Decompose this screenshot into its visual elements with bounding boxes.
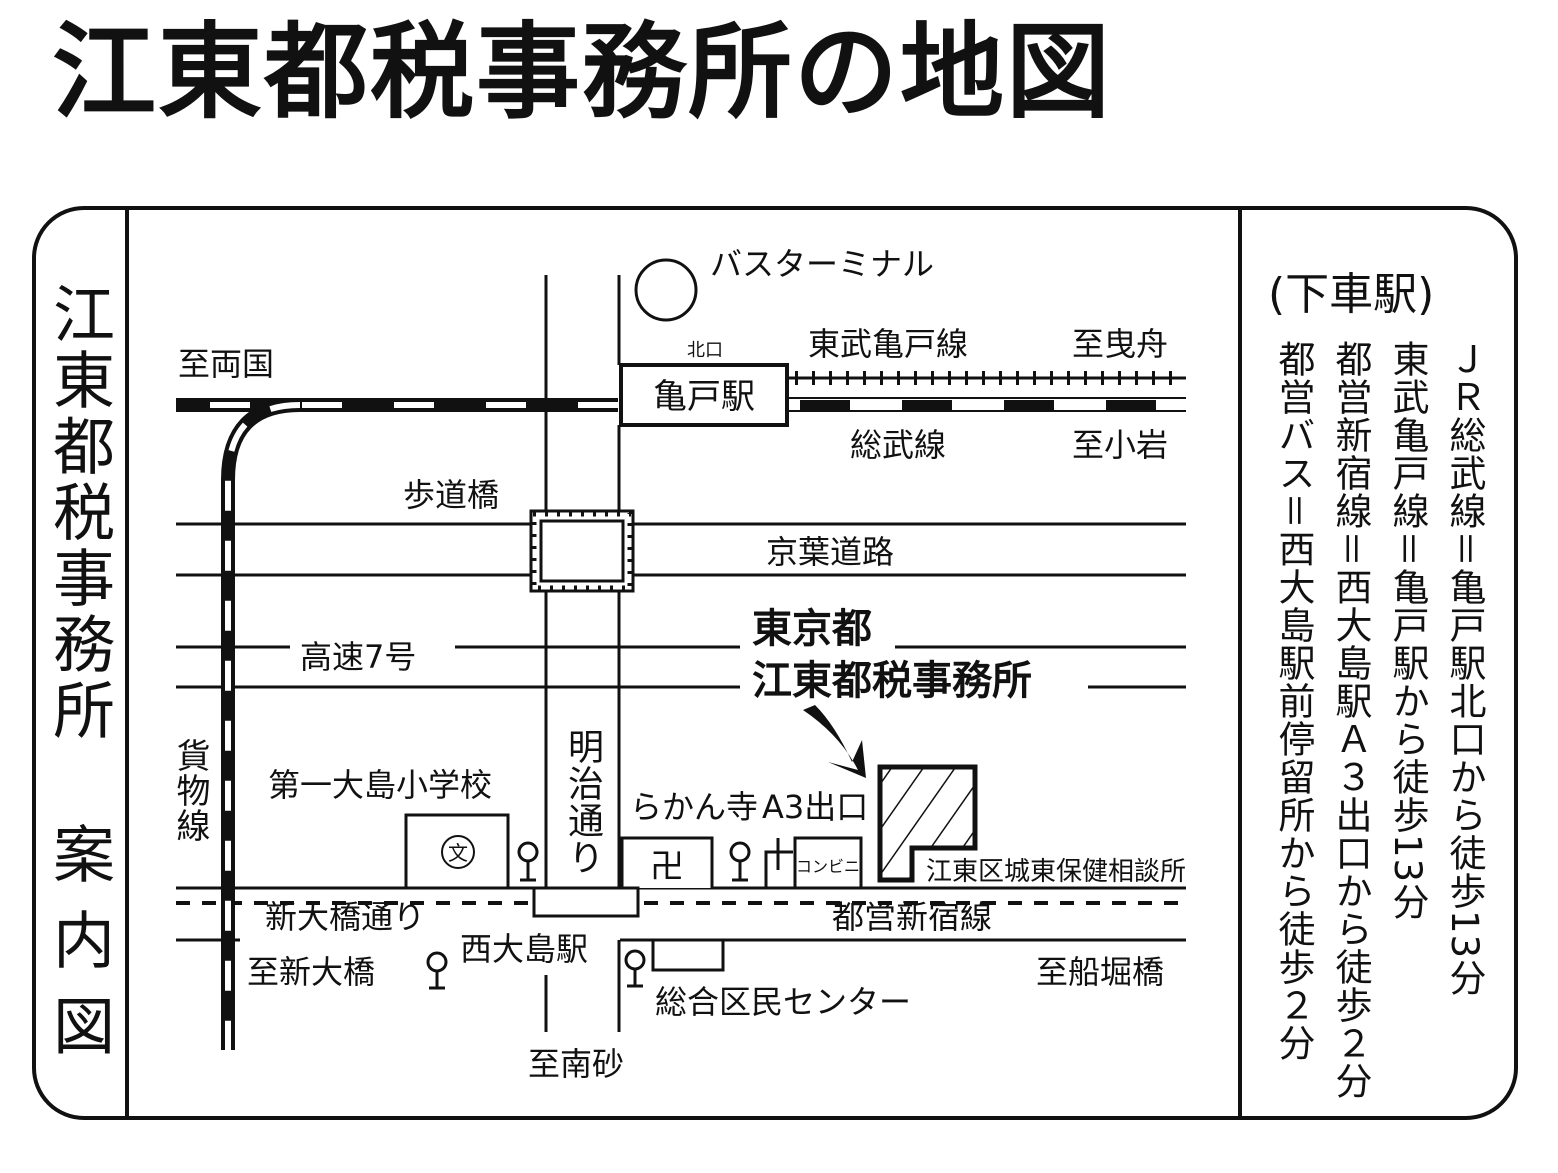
freight-line-label: 貨物線 bbox=[170, 738, 210, 843]
temple-label: らかん寺 bbox=[630, 788, 758, 826]
exit-a3-label: A3出口 bbox=[762, 788, 868, 826]
side-caption: 案内図 bbox=[42, 822, 115, 1080]
toei-line-label: 都営新宿線 bbox=[832, 898, 992, 936]
nishi-ojima-station-label: 西大島駅 bbox=[460, 930, 588, 968]
access-route-toei-bus: 都営バス＝西大島駅前停留所から徒歩２分 bbox=[1272, 340, 1315, 1062]
school-label: 第一大島小学校 bbox=[268, 766, 492, 804]
meiji-dori-label: 明治通り bbox=[562, 728, 603, 876]
office-label-line1: 東京都 bbox=[752, 606, 872, 652]
konbini-label: コンビニ bbox=[796, 857, 860, 876]
page-title: 江東都税事務所の地図 bbox=[52, 11, 1113, 133]
bus-stop-icon bbox=[517, 841, 539, 882]
kameido-station-box bbox=[619, 363, 789, 427]
sobu-line-label: 総武線 bbox=[850, 426, 946, 464]
access-heading: (下車駅) bbox=[1268, 269, 1435, 320]
health-center-label: 江東区城東保健相談所 bbox=[926, 857, 1186, 887]
tax-office-building bbox=[877, 764, 978, 883]
to-ryogoku-label: 至両国 bbox=[178, 345, 274, 383]
arrow-icon bbox=[803, 705, 866, 778]
access-route-tobu: 東武亀戸線＝亀戸駅から徒歩13分 bbox=[1386, 340, 1429, 922]
footbridge-icon bbox=[529, 509, 635, 593]
bus-stop-icon bbox=[729, 841, 751, 882]
access-route-jr: ＪＲ総武線＝亀戸駅北口から徒歩13分 bbox=[1443, 340, 1486, 998]
temple-box bbox=[620, 836, 714, 888]
bus-terminal-label: バスターミナル bbox=[710, 245, 934, 283]
to-koiwa-label: 至小岩 bbox=[1072, 426, 1168, 464]
side-title: 江東都税事務所 bbox=[42, 282, 115, 744]
subway-exit-icon bbox=[764, 838, 793, 888]
office-label-line2: 江東都税事務所 bbox=[752, 658, 1032, 704]
bus-stop-icon bbox=[624, 949, 646, 988]
north-exit-label: 北口 bbox=[687, 340, 723, 361]
school-icon bbox=[441, 835, 475, 869]
school-box bbox=[404, 813, 510, 890]
konbini-box bbox=[793, 836, 863, 890]
community-center-label: 総合区民センター bbox=[655, 983, 911, 1021]
shin-ohashi-dori-label: 新大橋通り bbox=[265, 898, 425, 936]
community-center-box bbox=[651, 938, 725, 972]
school-symbol: 文 bbox=[448, 841, 468, 865]
nishi-ojima-station-box bbox=[532, 886, 640, 918]
access-route-toei-subway: 都営新宿線＝西大島駅Ａ３出口から徒歩２分 bbox=[1329, 340, 1372, 1100]
bus-stop-icon bbox=[426, 951, 448, 990]
expressway-label: 高速7号 bbox=[300, 638, 416, 676]
to-hikifune-label: 至曳舟 bbox=[1072, 325, 1168, 363]
to-shin-ohashi-label: 至新大橋 bbox=[247, 953, 375, 991]
temple-icon: 卍 bbox=[650, 847, 684, 887]
to-minamisuna-label: 至南砂 bbox=[528, 1045, 624, 1083]
bus-terminal-icon bbox=[634, 258, 698, 322]
to-funabori-label: 至船堀橋 bbox=[1036, 953, 1164, 991]
keiyo-road-label: 京葉道路 bbox=[766, 533, 894, 571]
tobu-line-label: 東武亀戸線 bbox=[808, 325, 968, 363]
footbridge-label: 歩道橋 bbox=[403, 476, 499, 514]
outer-border bbox=[32, 206, 1518, 1120]
kameido-station-label: 亀戸駅 bbox=[653, 377, 755, 417]
